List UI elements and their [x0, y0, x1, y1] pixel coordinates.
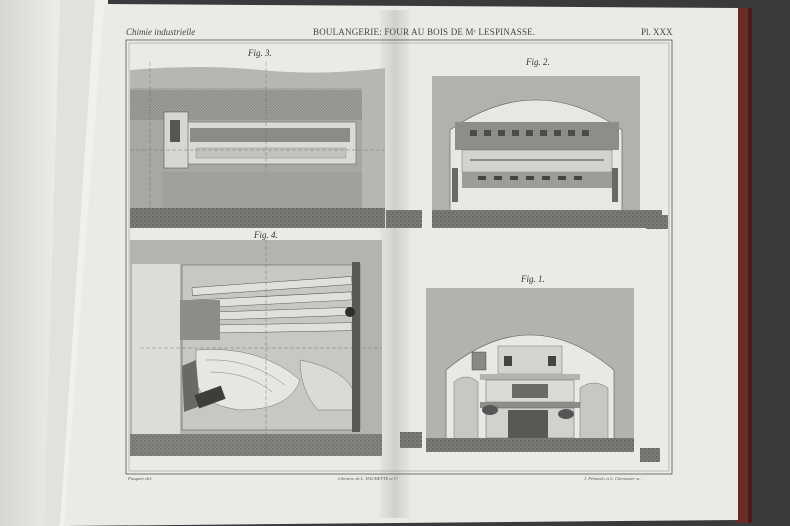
footer-publisher: Librairie de L. HACHETTE et Cᵉ: [338, 476, 398, 481]
plate-frame: [125, 39, 673, 475]
plate-title: BOULANGERIE: FOUR AU BOIS DE Mʳ LESPINAS…: [313, 27, 536, 37]
figure-4-drawing: [130, 240, 382, 456]
book-binding: [735, 8, 751, 523]
figure-2-drawing: [386, 76, 668, 229]
header-left-caption: Chimie industrielle: [126, 27, 196, 37]
figure-1-drawing: [400, 288, 660, 462]
figure-3-label: Fig. 3.: [248, 48, 272, 58]
figure-2-label: Fig. 2.: [526, 57, 550, 67]
footer-engravers: J. Pelizzolo et L. Chevassier sc.: [584, 476, 641, 481]
figure-1-label: Fig. 1.: [521, 274, 545, 284]
figure-4-label: Fig. 4.: [254, 230, 278, 240]
figure-3-drawing: [130, 62, 385, 228]
footer-draughtsman: Pasquier del.: [128, 476, 152, 481]
plate-number: Pl. XXX: [641, 27, 673, 37]
